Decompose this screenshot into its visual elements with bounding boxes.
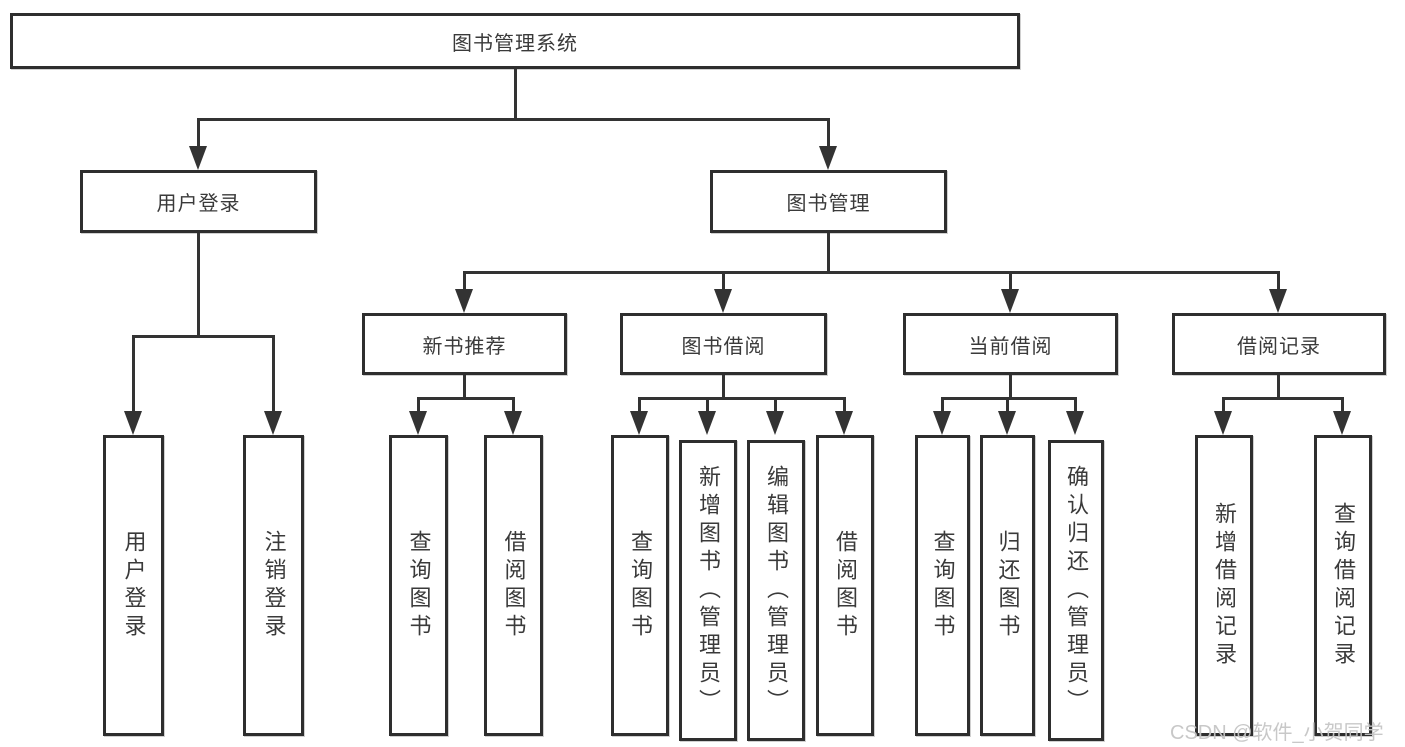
leaf-user-login-label: 用户登录 [121, 529, 147, 642]
connector-drop-leaf [706, 397, 709, 413]
connector-drop-current [1009, 271, 1012, 291]
leaf-logout-label: 注销登录 [261, 529, 287, 642]
connector-drop-book-mgmt [827, 118, 830, 148]
node-borrow-records-label: 借阅记录 [1237, 335, 1321, 358]
leaf-logout: 注销登录 [243, 435, 304, 736]
connector-drop-leaf [1074, 397, 1077, 413]
leaf-confirm-return-admin-label: 确认归还（管理员） [1064, 464, 1089, 717]
leaf-query-books-newbook: 查询图书 [389, 435, 448, 736]
connector-drop-leaf [1222, 397, 1225, 413]
leaf-confirm-return-admin: 确认归还（管理员） [1048, 440, 1104, 741]
leaf-query-books-label: 查询图书 [930, 529, 956, 642]
arrowhead-leaf [1333, 411, 1351, 435]
arrowhead-current [1001, 289, 1019, 313]
node-book-mgmt-branch: 图书管理 [710, 170, 947, 233]
leaf-query-borrow-record: 查询借阅记录 [1314, 435, 1372, 736]
arrowhead-user-login [189, 146, 207, 170]
connector-newbook-rail [417, 397, 515, 400]
connector-drop-login-leaf [132, 335, 135, 413]
connector-borrow-rail [638, 397, 846, 400]
arrowhead-leaf [698, 411, 716, 435]
arrowhead-logout-leaf [264, 411, 282, 435]
leaf-return-books-label: 归还图书 [995, 529, 1021, 642]
arrowhead-records [1269, 289, 1287, 313]
connector-drop-leaf [843, 397, 846, 413]
connector-drop-leaf [417, 397, 420, 413]
leaf-borrow-books-label: 借阅图书 [501, 529, 527, 642]
leaf-return-books: 归还图书 [980, 435, 1035, 736]
arrowhead-leaf [504, 411, 522, 435]
arrowhead-leaf [933, 411, 951, 435]
arrowhead-login-leaf [124, 411, 142, 435]
node-user-login-branch: 用户登录 [80, 170, 317, 233]
leaf-add-borrow-record: 新增借阅记录 [1195, 435, 1253, 736]
connector-drop-leaf [638, 397, 641, 413]
arrowhead-newbook [455, 289, 473, 313]
arrowhead-leaf [766, 411, 784, 435]
arrowhead-borrow [714, 289, 732, 313]
connector-current-stem [1009, 375, 1012, 399]
connector-user-stem [197, 233, 200, 337]
arrowhead-leaf [998, 411, 1016, 435]
node-new-book-section: 新书推荐 [362, 313, 567, 375]
connector-drop-leaf [774, 397, 777, 413]
leaf-borrow-books: 借阅图书 [816, 435, 874, 736]
connector-drop-user-login [197, 118, 200, 148]
node-root-label: 图书管理系统 [452, 32, 578, 55]
node-root: 图书管理系统 [10, 13, 1020, 69]
leaf-edit-books-admin-label: 编辑图书（管理员） [764, 464, 789, 717]
connector-drop-leaf [1006, 397, 1009, 413]
node-book-mgmt-label: 图书管理 [786, 193, 871, 215]
connector-drop-leaf [941, 397, 944, 413]
connector-drop-leaf [512, 397, 515, 413]
leaf-add-books-admin: 新增图书（管理员） [679, 440, 737, 741]
leaf-query-books-borrow: 查询图书 [611, 435, 669, 736]
node-new-book-label: 新书推荐 [422, 335, 507, 358]
connector-records-stem [1277, 375, 1280, 399]
leaf-query-books-current: 查询图书 [915, 435, 970, 736]
arrowhead-leaf [630, 411, 648, 435]
connector-newbook-stem [463, 375, 466, 399]
connector-level2-rail [197, 118, 830, 121]
leaf-query-borrow-record-label: 查询借阅记录 [1331, 501, 1356, 670]
arrowhead-leaf [835, 411, 853, 435]
connector-drop-leaf [1341, 397, 1344, 413]
connector-user-rail [132, 335, 275, 338]
connector-mgmt-stem [827, 233, 830, 274]
leaf-user-login: 用户登录 [103, 435, 164, 736]
node-current-borrow-section: 当前借阅 [903, 313, 1118, 375]
leaf-query-books-label: 查询图书 [628, 529, 653, 642]
node-book-borrow-section: 图书借阅 [620, 313, 827, 375]
leaf-query-books-label: 查询图书 [406, 529, 432, 642]
connector-root-stem [514, 69, 517, 119]
connector-records-rail [1222, 397, 1344, 400]
arrowhead-leaf [1214, 411, 1232, 435]
node-borrow-records-section: 借阅记录 [1172, 313, 1386, 375]
arrowhead-leaf [1066, 411, 1084, 435]
connector-current-rail [941, 397, 1077, 400]
connector-borrow-stem [722, 375, 725, 399]
arrowhead-leaf [409, 411, 427, 435]
csdn-watermark: CSDN @软件_小贺同学 [1170, 722, 1384, 744]
leaf-borrow-books-newbook: 借阅图书 [484, 435, 543, 736]
leaf-add-borrow-record-label: 新增借阅记录 [1212, 501, 1237, 670]
node-user-login-label: 用户登录 [156, 193, 241, 215]
node-current-borrow-label: 当前借阅 [968, 335, 1053, 358]
arrowhead-book-mgmt [819, 146, 837, 170]
connector-drop-records [1277, 271, 1280, 291]
connector-drop-newbook [463, 271, 466, 291]
node-book-borrow-label: 图书借阅 [681, 335, 766, 358]
leaf-edit-books-admin: 编辑图书（管理员） [747, 440, 805, 741]
connector-drop-borrow [722, 271, 725, 291]
leaf-add-books-admin-label: 新增图书（管理员） [696, 464, 721, 717]
connector-drop-logout-leaf [272, 335, 275, 413]
leaf-borrow-books-label: 借阅图书 [833, 529, 858, 642]
connector-level3-rail [463, 271, 1280, 274]
